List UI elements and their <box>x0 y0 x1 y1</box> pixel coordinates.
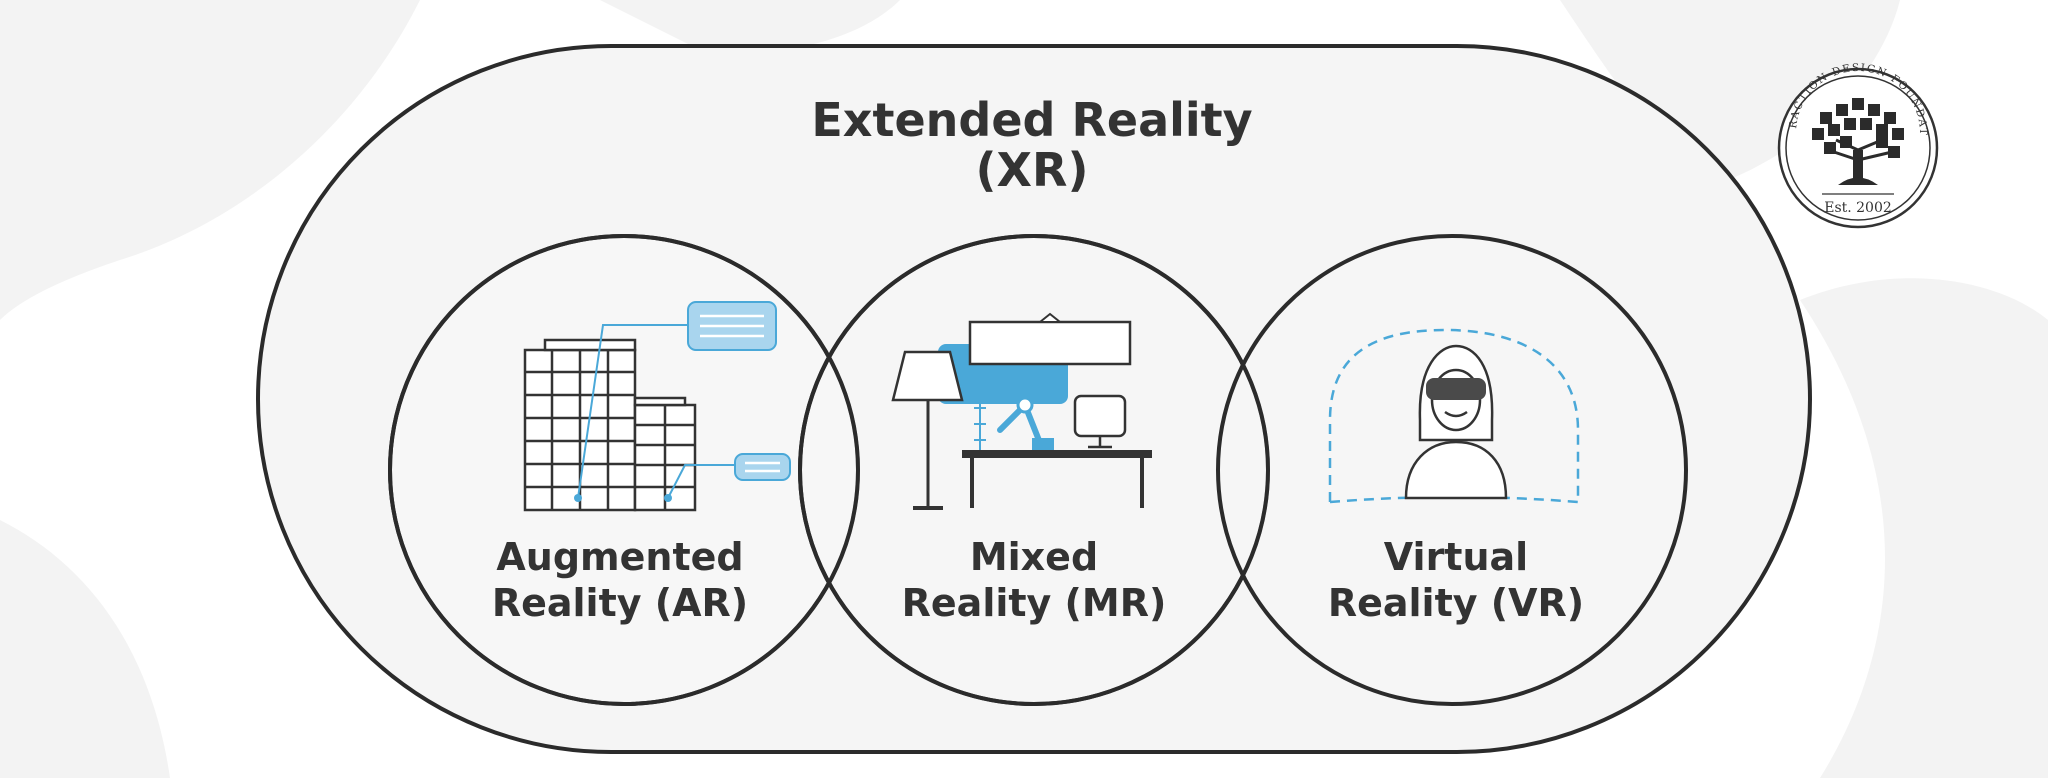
city-buildings-icon <box>523 338 697 512</box>
mr-label-line1: Mixed <box>970 535 1098 579</box>
xr-title-line1: Extended Reality <box>811 93 1252 147</box>
mr-label-line2: Reality (MR) <box>902 581 1167 625</box>
mr-circle <box>798 234 1270 706</box>
tree-icon <box>1812 98 1904 185</box>
ar-label-line2: Reality (AR) <box>492 581 748 625</box>
badge-est-text: Est. 2002 <box>1824 200 1892 216</box>
vr-label-line2: Reality (VR) <box>1328 581 1584 625</box>
vr-label-line1: Virtual <box>1384 535 1528 579</box>
ar-info-tags <box>574 301 791 502</box>
vr-headset-person-icon <box>1328 328 1580 504</box>
xr-title-line2: (XR) <box>976 143 1089 197</box>
ar-label-line1: Augmented <box>496 535 743 579</box>
robot-desk-icon <box>891 312 1152 510</box>
